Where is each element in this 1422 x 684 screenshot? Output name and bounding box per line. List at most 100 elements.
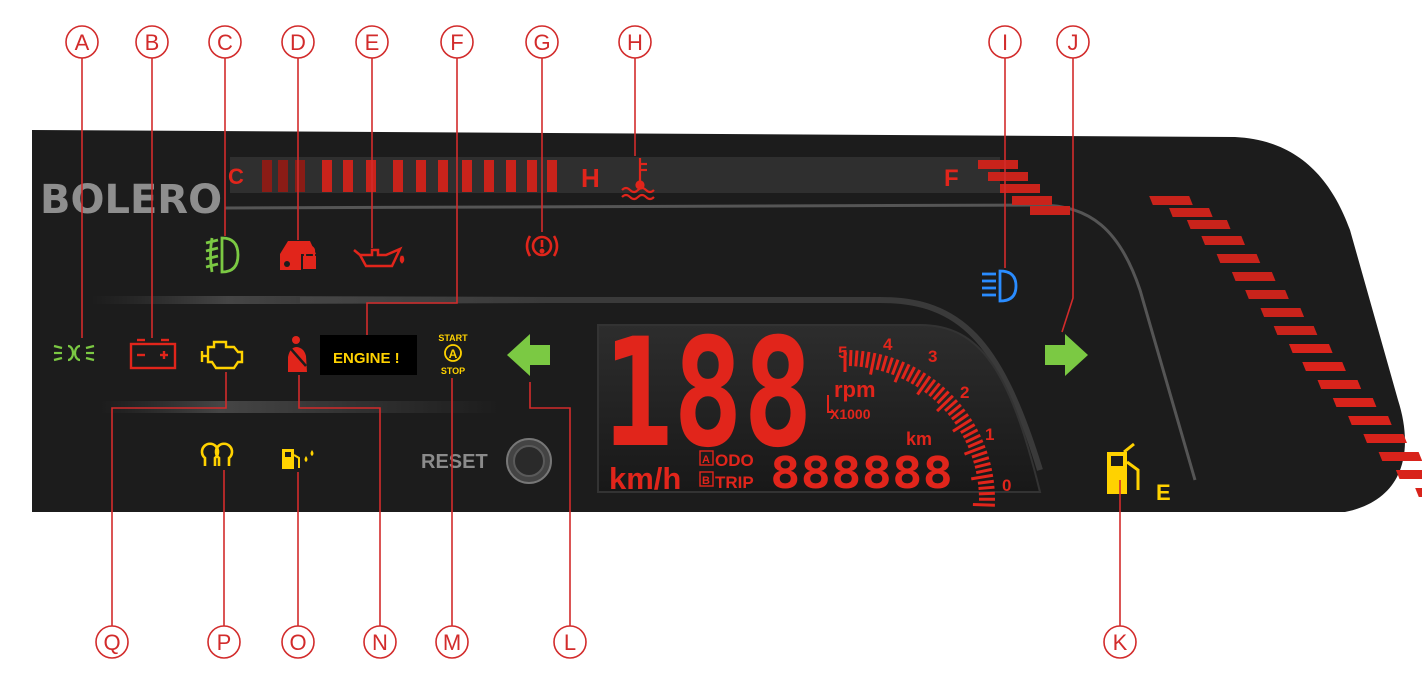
callout-letter: B — [145, 30, 160, 55]
rpm-tick-mark — [932, 386, 946, 401]
temp-cold-label: C — [228, 164, 244, 189]
fuel-gauge-segment — [988, 172, 1028, 181]
brand-logo: BOLERO — [40, 177, 222, 223]
callout-b: B — [135, 25, 169, 338]
fuel-gauge-segment — [1395, 470, 1422, 479]
temp-gauge-segment — [416, 160, 426, 192]
callout-g: G — [525, 25, 559, 232]
rpm-tick-mark — [936, 390, 950, 405]
rpm-tick-mark — [967, 439, 984, 449]
fuel-gauge-segment — [978, 160, 1018, 169]
callout-letter: A — [75, 30, 90, 55]
rpm-tick-mark — [944, 399, 958, 412]
callout-letter: G — [533, 30, 550, 55]
callout-circle — [65, 25, 99, 59]
rpm-tick-mark — [848, 350, 853, 367]
temp-gauge-segment — [438, 160, 448, 192]
temp-hot-label: H — [581, 163, 600, 193]
fuel-gauge-segment — [1012, 196, 1052, 205]
callout-letter: D — [290, 30, 306, 55]
callout-circle — [618, 25, 652, 59]
callout-leader-line — [529, 382, 571, 626]
decor-strip-upper — [90, 296, 550, 304]
callout-l: L — [529, 382, 587, 659]
fuel-gauge-segment — [1149, 196, 1193, 205]
temp-gauge-segment — [322, 160, 332, 192]
callout-h: H — [618, 25, 652, 156]
decor-arc-top — [224, 203, 1197, 481]
fuel-gauge-segment — [1317, 380, 1362, 389]
temp-gauge-segment — [484, 160, 494, 192]
immobilizer-icon — [280, 241, 317, 270]
callout-circle — [1103, 625, 1137, 659]
callout-letter: K — [1113, 630, 1128, 655]
rpm-bracket — [827, 395, 834, 413]
callout-leader-line — [1061, 58, 1074, 333]
rpm-tick-0: 0 — [1002, 476, 1011, 495]
rpm-tick-4: 4 — [883, 335, 893, 354]
fuel-gauge-segment — [1302, 362, 1346, 371]
rpm-tick-mark — [864, 351, 871, 368]
rpm-tick-mark — [962, 428, 979, 439]
rpm-tick-mark — [905, 366, 916, 382]
fuel-gauge-segment — [1186, 220, 1231, 229]
rpm-tick-mark — [950, 408, 966, 421]
rpm-tick-mark — [952, 418, 973, 433]
temp-gauge-segment — [343, 160, 353, 192]
rpm-tick-mark — [924, 378, 937, 394]
callout-circle — [440, 25, 474, 59]
rpm-tick-mark — [978, 485, 995, 491]
callout-circle — [95, 625, 129, 659]
rpm-tick-mark — [975, 467, 993, 475]
position-lamp-icon — [53, 344, 95, 362]
start-label: START — [438, 333, 468, 343]
temp-gauge-segment — [506, 160, 516, 192]
fuel-gauge-segment — [1030, 206, 1070, 215]
temp-gauge-segment — [462, 160, 472, 192]
callout-n: N — [298, 375, 397, 659]
water-in-fuel-icon — [282, 449, 314, 469]
temperature-icon — [621, 158, 655, 201]
callout-letter: L — [564, 630, 576, 655]
rpm-tick-mark — [854, 350, 859, 367]
glow-plug-icon — [200, 442, 234, 466]
callout-letter: J — [1068, 30, 1079, 55]
rpm-tick-mark — [973, 456, 990, 464]
callout-circle — [363, 625, 397, 659]
callout-i: I — [988, 25, 1022, 268]
rpm-tick-mark — [869, 352, 877, 375]
callout-leader-line — [366, 58, 458, 335]
rpm-tick-mark — [916, 375, 932, 396]
callout-leader-line — [298, 375, 381, 626]
rpm-tick-mark — [977, 479, 995, 485]
rpm-tick-mark — [965, 433, 981, 444]
auto-label: A — [449, 347, 458, 361]
odo-label: ODO — [715, 451, 754, 470]
rpm-tick-mark — [890, 359, 900, 376]
reset-button[interactable] — [506, 438, 552, 484]
temp-gauge-segment — [295, 160, 305, 192]
battery-icon — [129, 338, 177, 370]
left-turn-indicator-icon — [507, 334, 550, 376]
fuel-gauge-segment — [1169, 208, 1213, 217]
odometer-digits: 888888 — [770, 448, 953, 499]
callout-letter: E — [365, 30, 380, 55]
rpm-tick-mark — [915, 372, 927, 388]
callout-q: Q — [95, 372, 227, 659]
decor-arc-lcd — [300, 297, 1043, 471]
temp-gauge-segment — [393, 160, 403, 192]
callout-circle — [355, 25, 389, 59]
temp-gauge-segment — [527, 160, 537, 192]
rpm-tick-mark — [963, 444, 986, 456]
right-turn-indicator-icon — [1045, 334, 1088, 376]
reset-label: RESET — [421, 451, 488, 473]
rpm-tick-mark — [928, 382, 941, 397]
fuel-gauge-segment — [1231, 272, 1276, 281]
temp-gauge-track — [230, 157, 1000, 193]
rpm-tick-5: 5 — [838, 343, 847, 362]
callout-m: M — [435, 378, 469, 659]
rpm-label: rpm — [834, 377, 876, 402]
callout-d: D — [281, 25, 315, 240]
